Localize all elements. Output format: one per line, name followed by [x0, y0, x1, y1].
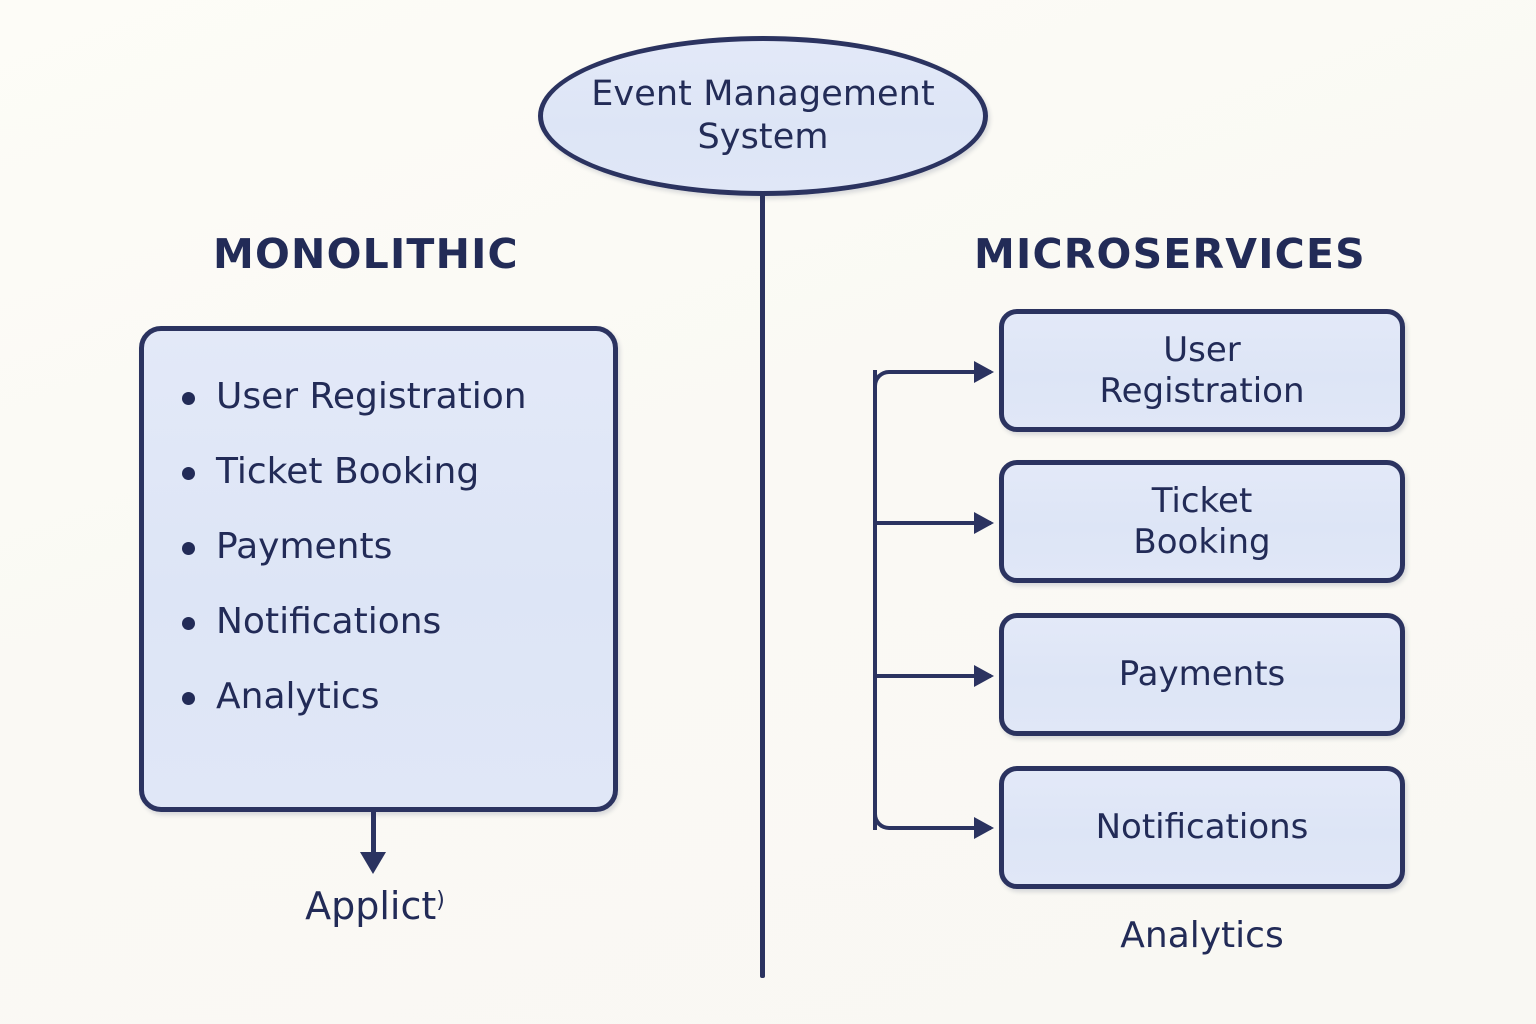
monolith-box[interactable]: User Registration Ticket Booking Payment… [139, 326, 618, 812]
monolith-down-arrow-icon [360, 808, 386, 874]
microservices-bus-corner-top [873, 370, 895, 392]
arrow-to-ticket-booking [875, 512, 994, 534]
service-box-payments[interactable]: Payments [999, 613, 1405, 736]
arrow-to-notifications [893, 817, 994, 839]
arrow-to-payments [875, 665, 994, 687]
service-label-analytics: Analytics [1120, 915, 1284, 956]
list-item: User Registration [178, 379, 613, 415]
heading-microservices: MICROSERVICES [974, 230, 1366, 278]
list-item: Notifications [178, 604, 613, 640]
arrow-to-user-registration [893, 361, 994, 383]
microservices-bus-line [873, 370, 877, 830]
service-box-ticket-booking[interactable]: Ticket Booking [999, 460, 1405, 583]
service-box-notifications[interactable]: Notifications [999, 766, 1405, 889]
monolith-deploy-caption-tail: ) [436, 887, 445, 913]
monolith-feature-list: User Registration Ticket Booking Payment… [144, 379, 613, 715]
service-box-user-registration[interactable]: User Registration [999, 309, 1405, 432]
heading-monolithic: MONOLITHIC [213, 230, 519, 278]
center-divider-line [760, 188, 765, 978]
monolith-deploy-caption-text: Applict [305, 884, 437, 928]
list-item: Ticket Booking [178, 454, 613, 490]
list-item: Payments [178, 529, 613, 565]
microservices-bus-corner-bottom [873, 808, 895, 830]
root-node-event-management-system[interactable]: Event Management System [538, 36, 988, 196]
monolith-deploy-caption: Applict) [150, 884, 600, 928]
list-item: Analytics [178, 679, 613, 715]
